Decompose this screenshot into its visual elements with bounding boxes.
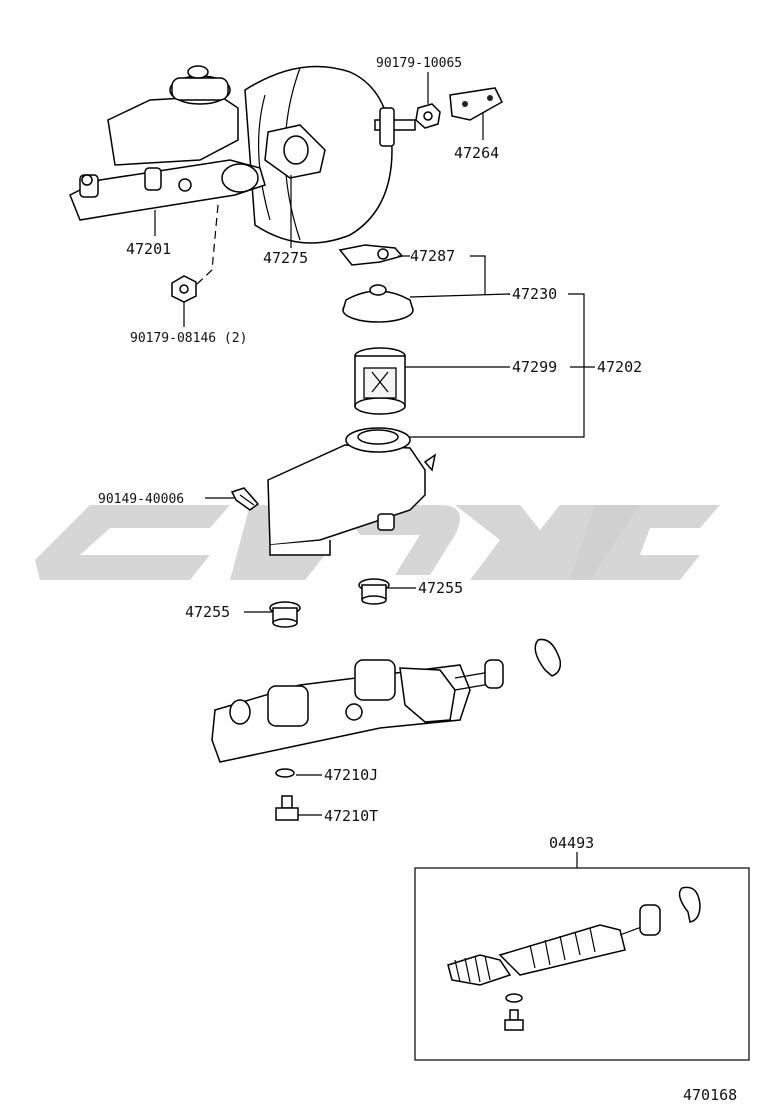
label-47210T: 47210T (324, 807, 378, 825)
kit-box (414, 867, 750, 1061)
label-90149-40006: 90149-40006 (98, 492, 184, 507)
clevis-47264 (449, 87, 503, 121)
label-47201: 47201 (126, 240, 171, 258)
nut-90179-10065 (415, 103, 441, 129)
label-47287: 47287 (410, 247, 455, 265)
label-04493: 04493 (549, 834, 594, 852)
leader-47202-bracket (410, 293, 585, 438)
snap-ring (534, 638, 562, 677)
dash-line-stud (195, 204, 219, 286)
plate-47287 (338, 244, 404, 266)
leader-47287-47230-bracket (470, 255, 486, 294)
label-47202: 47202 (597, 358, 642, 376)
bolt-47210T (275, 795, 299, 821)
figure-code: 470168 (683, 1086, 737, 1104)
screw-90149-40006 (230, 487, 260, 511)
grommet-47255-left (269, 601, 301, 628)
cylinder-body (211, 659, 504, 763)
leader-47230 (409, 293, 511, 298)
label-47255-right: 47255 (418, 579, 463, 597)
booster-gasket (264, 124, 326, 179)
reservoir-47202 (267, 427, 437, 556)
watermark-logo (35, 505, 720, 580)
label-47264: 47264 (454, 144, 499, 162)
nut-90179-08146 (171, 275, 197, 303)
label-90179-08146: 90179-08146 (2) (130, 331, 247, 346)
label-47255-left: 47255 (185, 603, 230, 621)
label-47210J: 47210J (324, 766, 378, 784)
grommet-47255-right (358, 578, 390, 605)
kit-parts (447, 886, 701, 1031)
label-47275: 47275 (263, 249, 308, 267)
cap-47230 (342, 284, 414, 323)
strainer-47299 (354, 347, 406, 415)
label-90179-10065: 90179-10065 (376, 56, 462, 71)
label-47299: 47299 (512, 358, 557, 376)
washer-47210J (275, 768, 295, 778)
master-cylinder-assy (69, 65, 266, 221)
label-47230: 47230 (512, 285, 557, 303)
